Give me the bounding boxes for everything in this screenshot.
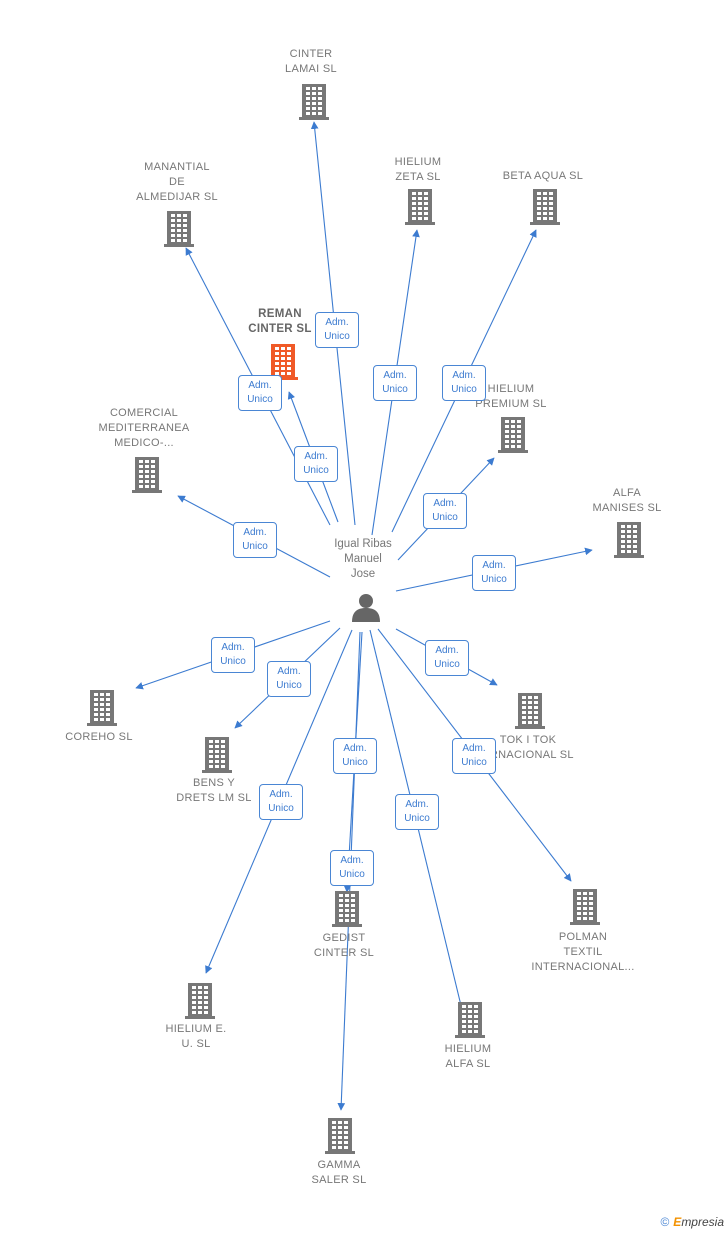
role-badge-line-2: Unico	[220, 656, 246, 667]
role-badge-line-1: Adm.	[435, 645, 459, 656]
role-badge-line-1: Adm.	[325, 317, 349, 328]
role-badge-line-2: Unico	[276, 680, 302, 691]
person-name-line-2: Manuel	[344, 553, 382, 565]
role-badge-line-1: Adm.	[277, 666, 301, 677]
role-badge-line-2: Unico	[339, 869, 365, 880]
company-label-comercial-mediterranea[interactable]: COMERCIAL MEDITERRANEA MEDICO-...	[98, 407, 190, 449]
role-badge-hielium-premium[interactable]: Adm. Unico	[423, 493, 467, 529]
company-label-hielium-premium[interactable]: HIELIUM PREMIUM SL	[475, 383, 547, 410]
role-badge-comercial-mediterranea[interactable]: Adm. Unico	[233, 522, 277, 558]
role-badge-line-2: Unico	[342, 757, 368, 768]
role-badge-line-2: Unico	[268, 803, 294, 814]
person-name[interactable]: Igual Ribas Manuel Jose	[318, 537, 408, 582]
company-label-beta-aqua[interactable]: BETA AQUA SL	[502, 170, 584, 182]
company-label-gamma-saler[interactable]: GAMMA SALER SL	[311, 1159, 367, 1186]
company-label-cinter-lamai[interactable]: CINTER LAMAI SL	[285, 48, 337, 75]
role-badge-hielium-alfa[interactable]: Adm. Unico	[395, 794, 439, 830]
building-icon-reman-cinter[interactable]	[268, 344, 298, 380]
role-badge-line-1: Adm.	[343, 743, 367, 754]
role-badge-hielium-eu[interactable]: Adm. Unico	[259, 784, 303, 820]
role-badge-line-2: Unico	[242, 541, 268, 552]
building-icon-hielium-premium[interactable]	[498, 417, 528, 453]
role-badge-line-1: Adm.	[248, 380, 272, 391]
role-badge-line-2: Unico	[481, 574, 507, 585]
role-badge-line-1: Adm.	[452, 370, 476, 381]
role-badge-coreho[interactable]: Adm. Unico	[211, 637, 255, 673]
copyright-icon: ©	[660, 1215, 670, 1229]
company-label-alfa-manises[interactable]: ALFA MANISES SL	[592, 487, 662, 514]
role-badge-line-2: Unico	[432, 512, 458, 523]
role-badge-line-1: Adm.	[304, 451, 328, 462]
role-badge-line-2: Unico	[303, 465, 329, 476]
building-icon-gedist-cinter[interactable]	[332, 891, 362, 927]
company-label-gedist-cinter[interactable]: GEDIST CINTER SL	[313, 932, 375, 959]
role-badge-line-1: Adm.	[340, 855, 364, 866]
building-icon-beta-aqua[interactable]	[530, 189, 560, 225]
role-badge-line-1: Adm.	[433, 498, 457, 509]
company-label-coreho[interactable]: COREHO SL	[65, 731, 133, 743]
role-badge-line-2: Unico	[461, 757, 487, 768]
role-badge-manantial[interactable]: Adm. Unico	[238, 375, 282, 411]
company-label-polman-textil[interactable]: POLMAN TEXTIL INTERNACIONAL...	[531, 931, 635, 973]
role-badge-line-1: Adm.	[405, 799, 429, 810]
company-label-hielium-alfa[interactable]: HIELIUM ALFA SL	[444, 1043, 492, 1070]
role-badge-line-2: Unico	[382, 384, 408, 395]
role-badge-line-1: Adm.	[462, 743, 486, 754]
person-name-line-1: Igual Ribas	[334, 538, 392, 550]
role-badge-line-2: Unico	[451, 384, 477, 395]
building-icon-tok-i-tok[interactable]	[515, 693, 545, 729]
role-badge-line-1: Adm.	[243, 527, 267, 538]
person-icon[interactable]	[350, 592, 382, 622]
role-badge-cinter-lamai[interactable]: Adm. Unico	[315, 312, 359, 348]
building-icon-gamma-saler[interactable]	[325, 1118, 355, 1154]
role-badge-line-1: Adm.	[482, 560, 506, 571]
company-label-hielium-eu[interactable]: HIELIUM E. U. SL	[165, 1023, 227, 1050]
company-label-reman-cinter[interactable]: REMAN CINTER SL	[248, 308, 312, 335]
role-badge-gedist-cinter[interactable]: Adm. Unico	[330, 850, 374, 886]
role-badge-gamma-saler[interactable]: Adm. Unico	[333, 738, 377, 774]
role-badge-alfa-manises[interactable]: Adm. Unico	[472, 555, 516, 591]
company-label-bens-y-drets[interactable]: BENS Y DRETS LM SL	[176, 777, 252, 804]
role-badge-reman-cinter[interactable]: Adm. Unico	[294, 446, 338, 482]
role-badge-line-1: Adm.	[269, 789, 293, 800]
role-badge-line-1: Adm.	[221, 642, 245, 653]
role-badge-hielium-zeta[interactable]: Adm. Unico	[373, 365, 417, 401]
role-badge-bens-y-drets[interactable]: Adm. Unico	[267, 661, 311, 697]
role-badge-line-2: Unico	[434, 659, 460, 670]
building-icon-hielium-zeta[interactable]	[405, 189, 435, 225]
brand-name: mpresia	[681, 1215, 724, 1229]
role-badge-beta-aqua[interactable]: Adm. Unico	[442, 365, 486, 401]
company-label-manantial[interactable]: MANANTIAL DE ALMEDIJAR SL	[136, 161, 218, 203]
role-badge-polman-textil[interactable]: Adm. Unico	[452, 738, 496, 774]
person-name-line-3: Jose	[350, 568, 376, 580]
role-badge-line-2: Unico	[324, 331, 350, 342]
role-badge-line-1: Adm.	[383, 370, 407, 381]
building-icon-bens-y-drets[interactable]	[202, 737, 232, 773]
building-icon-comercial-mediterranea[interactable]	[132, 457, 162, 493]
brand-footer[interactable]: ©Empresia	[660, 1215, 724, 1229]
company-label-hielium-zeta[interactable]: HIELIUM ZETA SL	[394, 156, 442, 183]
company-label-tok-i-tok[interactable]: TOK I TOK ERNACIONAL SL	[482, 734, 574, 761]
brand-logo-letter: E	[673, 1215, 682, 1229]
building-icon-manantial[interactable]	[164, 211, 194, 247]
building-icon-coreho[interactable]	[87, 690, 117, 726]
building-icon-cinter-lamai[interactable]	[299, 84, 329, 120]
building-icon-hielium-eu[interactable]	[185, 983, 215, 1019]
building-icon-hielium-alfa[interactable]	[455, 1002, 485, 1038]
building-icon-polman-textil[interactable]	[570, 889, 600, 925]
role-badge-line-2: Unico	[404, 813, 430, 824]
building-icon-alfa-manises[interactable]	[614, 522, 644, 558]
role-badge-line-2: Unico	[247, 394, 273, 405]
role-badge-tok-i-tok[interactable]: Adm. Unico	[425, 640, 469, 676]
